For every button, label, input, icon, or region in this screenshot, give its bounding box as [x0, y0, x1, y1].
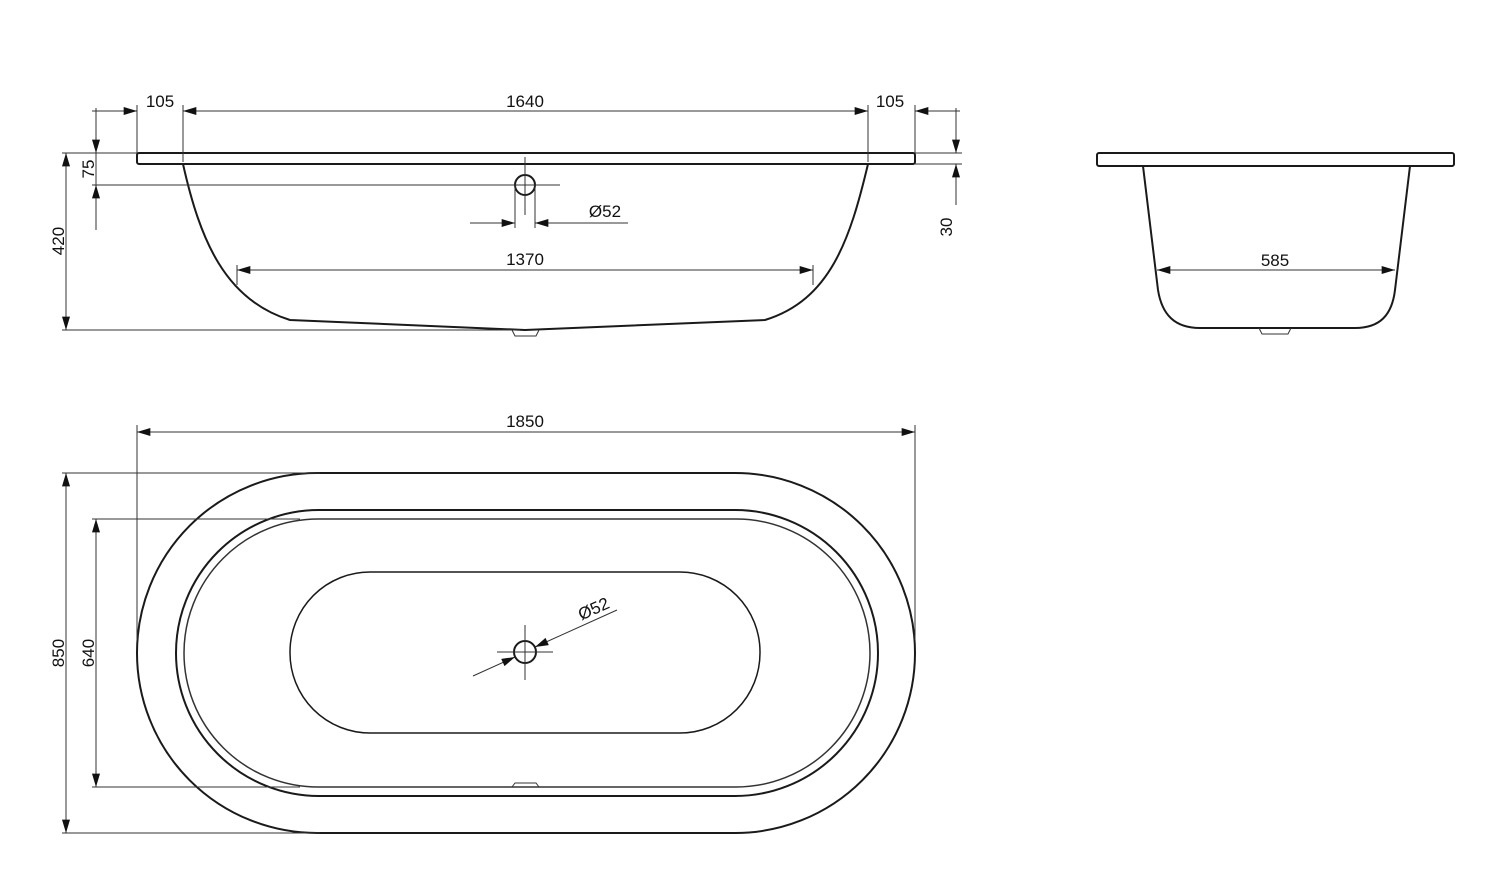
dim-inner-width: 640	[79, 639, 98, 667]
dim-rim-left: 105	[146, 92, 174, 111]
dim-drain-diameter: Ø52	[575, 594, 612, 624]
plan-outer	[136, 472, 916, 834]
plan-basin-bottom	[289, 571, 761, 734]
dim-total-width: 850	[49, 639, 68, 667]
side-body	[182, 163, 869, 332]
side-rim	[136, 152, 916, 165]
dim-total-height: 420	[49, 227, 68, 255]
dim-overflow-diameter: Ø52	[589, 202, 621, 221]
dim-total-length: 1850	[506, 412, 544, 431]
end-body	[1142, 165, 1411, 329]
plan-rim-inner	[175, 509, 879, 797]
dim-rim-thickness: 30	[937, 218, 956, 237]
side-drain	[511, 329, 540, 337]
dim-inner-length: 1640	[506, 92, 544, 111]
dim-rim-right: 105	[876, 92, 904, 111]
dim-bottom-length: 1370	[506, 250, 544, 269]
dim-bottom-width: 585	[1261, 251, 1289, 270]
side-view: 105 1640 105 75 420 Ø52 1370 30	[49, 92, 962, 337]
plan-view: Ø52 1850 850 640	[49, 412, 916, 834]
dim-overflow-height: 75	[79, 160, 98, 179]
plan-basin-edge	[183, 518, 871, 788]
end-rim	[1096, 152, 1455, 167]
end-view: 585	[1096, 152, 1455, 335]
